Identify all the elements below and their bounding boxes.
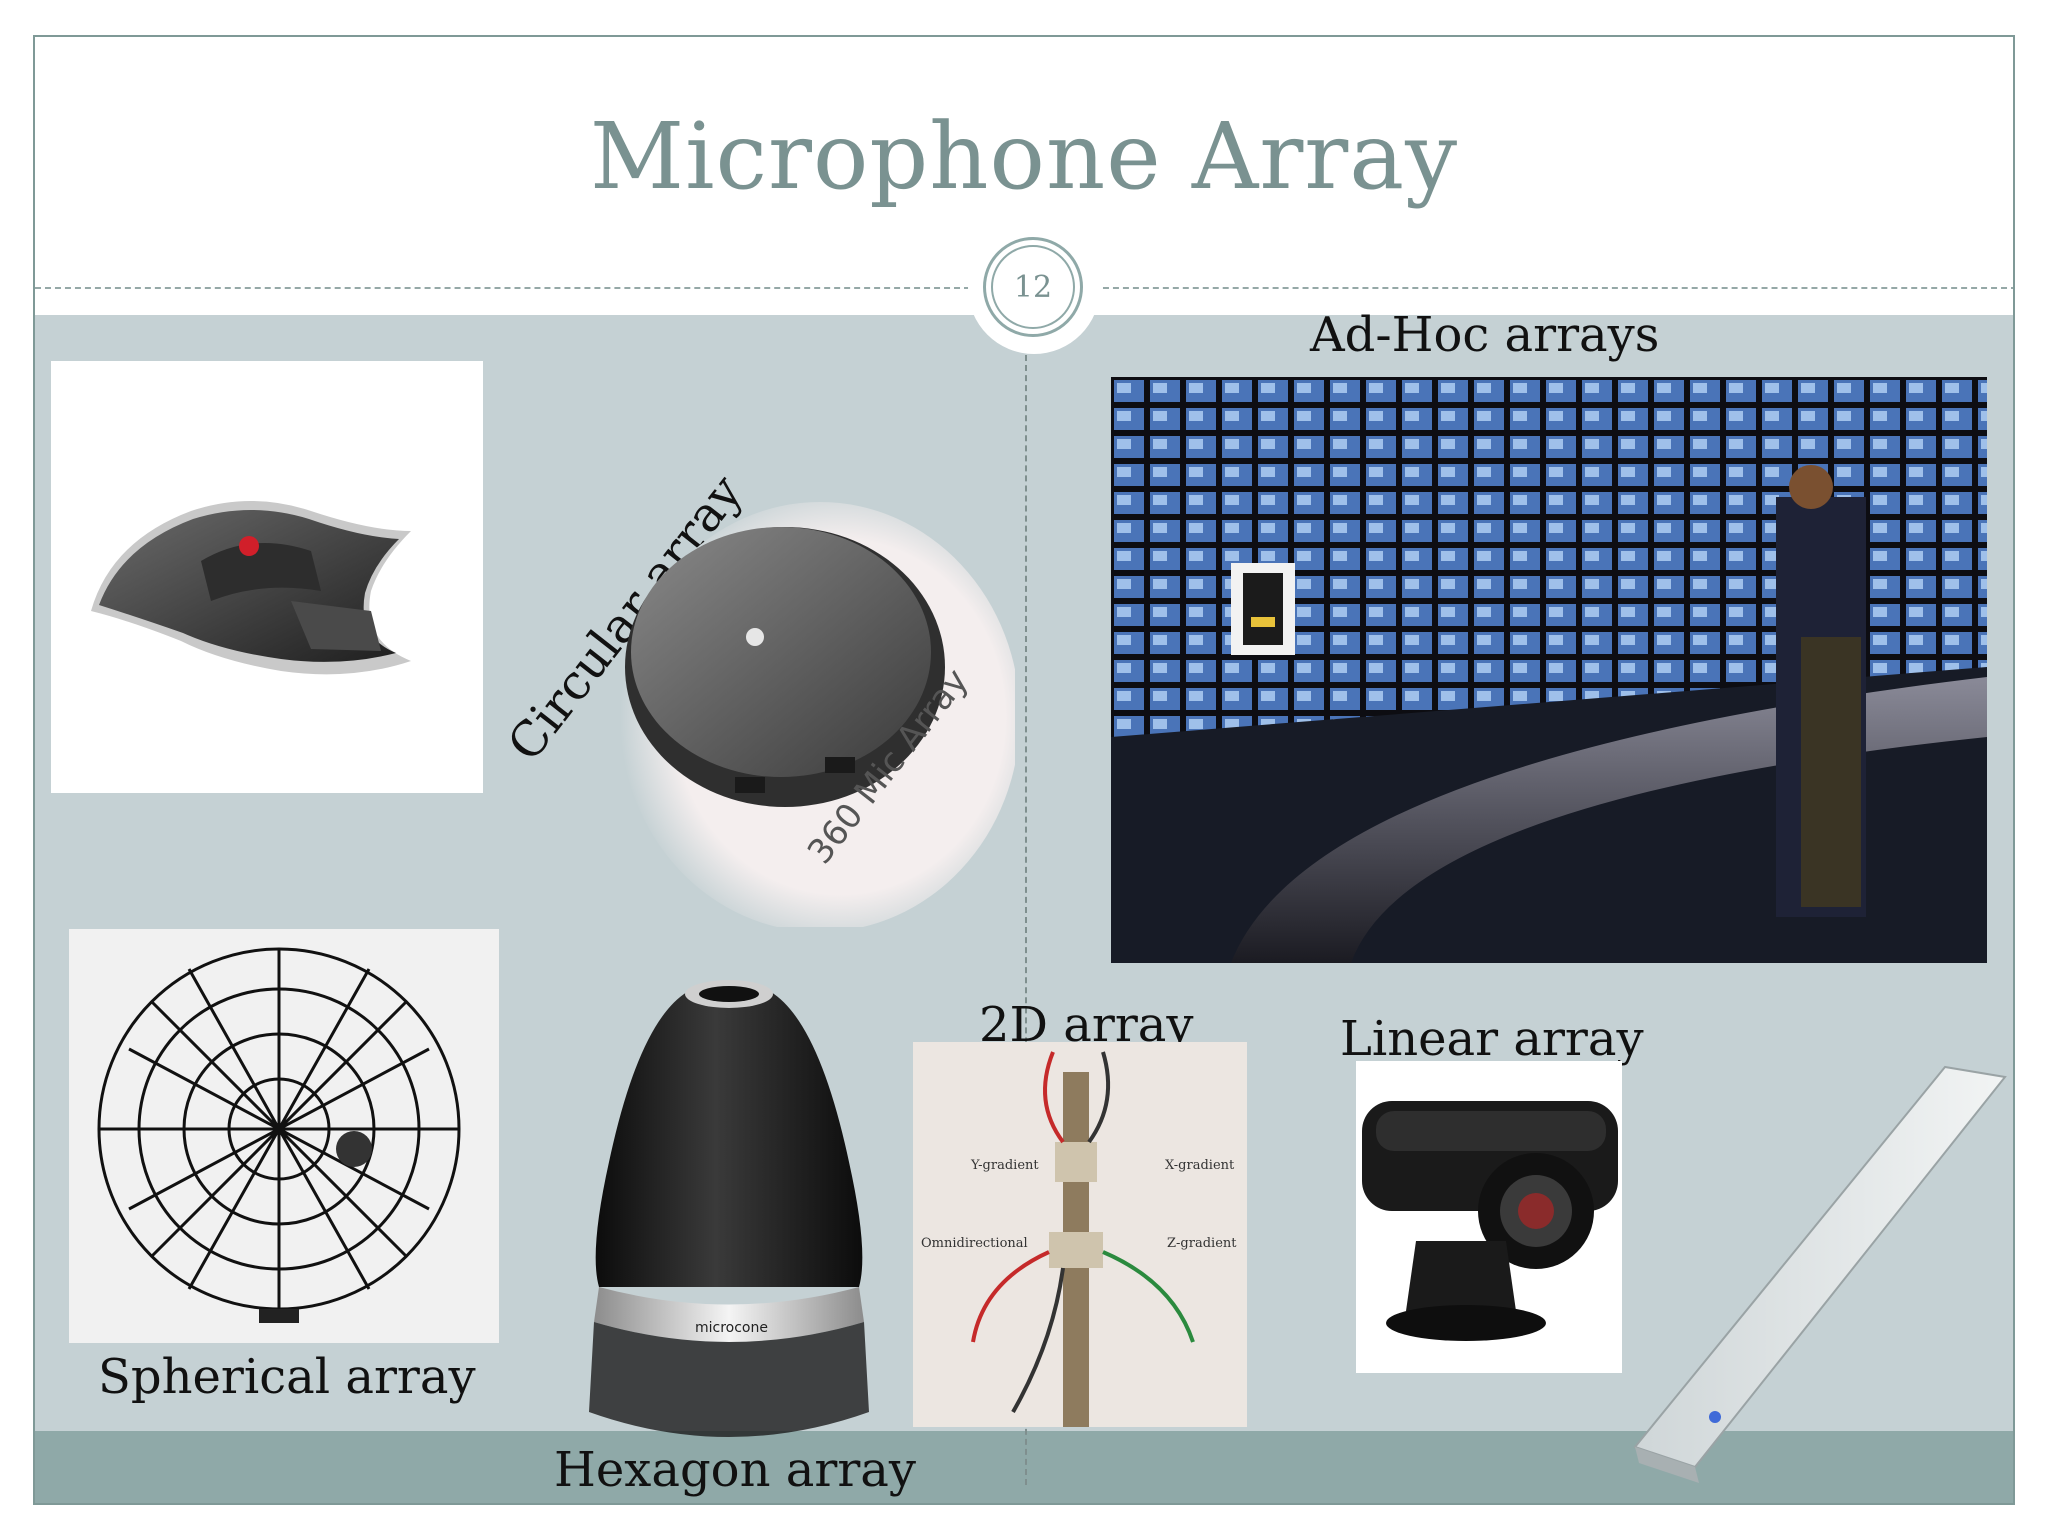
linear-array-camera-image — [1356, 1061, 1622, 1373]
x-gradient-text: X-gradient — [1165, 1158, 1235, 1173]
y-gradient-text: Y-gradient — [971, 1158, 1039, 1173]
page-number: 12 — [1013, 269, 1053, 305]
conference-speakerphone-image — [51, 361, 483, 793]
adhoc-arrays-label: Ad-Hoc arrays — [1310, 307, 1660, 363]
slide-title: Microphone Array — [589, 103, 1459, 210]
2d-array-image: Y-gradient X-gradient Omnidirectional Z-… — [913, 1042, 1247, 1427]
header-divider-left — [35, 287, 980, 289]
spherical-array-label: Spherical array — [98, 1349, 476, 1405]
page-number-badge: 12 — [983, 237, 1083, 337]
microcone-image: microcone — [569, 962, 889, 1464]
z-gradient-text: Z-gradient — [1167, 1236, 1237, 1251]
omnidirectional-text: Omnidirectional — [921, 1236, 1028, 1251]
circular-mic-image: 360 Mic Array — [595, 487, 1015, 927]
adhoc-array-scene-image — [1111, 377, 1987, 963]
linear-bar-array-image — [1615, 1027, 2013, 1497]
slide: Microphone Array 12 Circular array — [33, 35, 2015, 1505]
microcone-brand-text: microcone — [695, 1320, 768, 1336]
header-divider-right — [1093, 287, 2013, 289]
hexagon-array-label: Hexagon array — [554, 1442, 916, 1498]
spherical-array-image — [69, 929, 499, 1343]
linear-array-label: Linear array — [1340, 1011, 1644, 1067]
center-divider — [1025, 355, 1027, 1485]
